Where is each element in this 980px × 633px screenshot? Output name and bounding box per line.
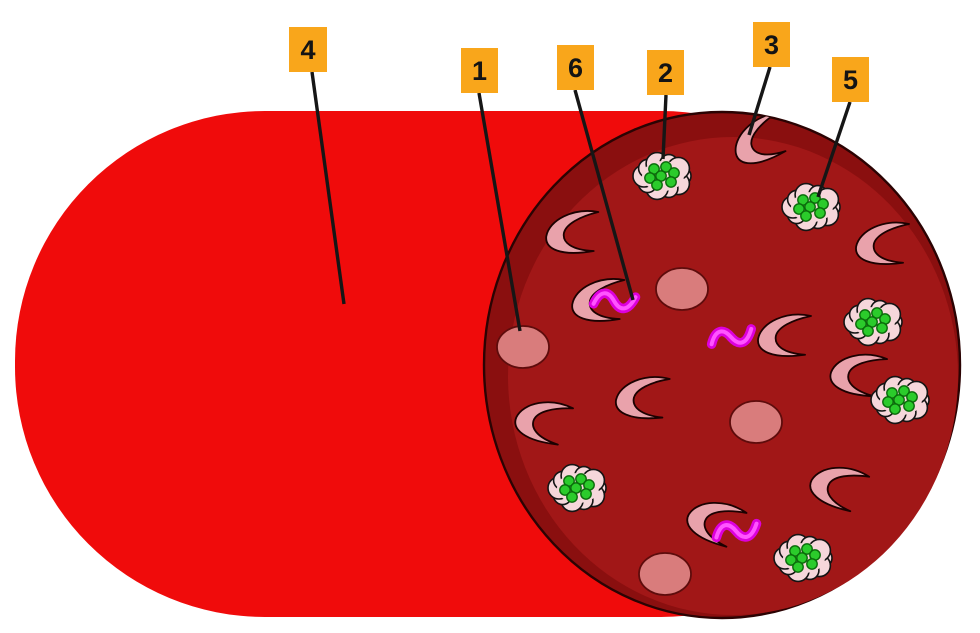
cluster-green-dot xyxy=(889,403,901,415)
label-tag-number: 4 xyxy=(300,35,315,65)
label-1-leader-line xyxy=(477,92,522,332)
magnified-circle-inner-shade xyxy=(508,137,958,615)
sickle-cell-shape xyxy=(545,210,600,254)
round-cell-shape xyxy=(496,325,550,369)
sickle-cell-shape xyxy=(734,112,787,165)
cluster-green-dot xyxy=(800,210,812,222)
label-tag-number: 1 xyxy=(472,56,487,86)
cluster-green-dot xyxy=(651,179,663,191)
label-tag-box xyxy=(832,57,869,102)
leader-lines xyxy=(310,66,852,332)
parasite-core xyxy=(591,291,638,311)
parasite-core xyxy=(709,326,754,347)
label-6-leader-line xyxy=(573,89,635,301)
label-tag-box xyxy=(753,22,790,67)
label-tag-3: 3 xyxy=(753,22,790,67)
cell-cluster-shape xyxy=(773,533,833,583)
cluster-green-dot xyxy=(903,400,915,412)
parasite-shape xyxy=(588,288,641,314)
cluster-green-dot xyxy=(882,396,894,408)
cluster-green-dot xyxy=(876,322,888,334)
label-tag-2: 2 xyxy=(647,50,684,95)
label-4-leader-line xyxy=(310,71,346,305)
round-cell-shape xyxy=(638,552,692,596)
cluster-green-dot xyxy=(855,318,867,330)
label-tag-box xyxy=(647,50,684,95)
parasite-core xyxy=(714,521,759,540)
cluster-green-dot xyxy=(665,176,677,188)
label-tag-4: 4 xyxy=(289,27,327,72)
label-5-leader-line xyxy=(816,101,852,198)
cluster-green-dot xyxy=(644,172,656,184)
cluster-green-dot xyxy=(871,307,883,319)
sickle-cell-shape xyxy=(514,401,574,446)
cluster-green-dot xyxy=(566,491,578,503)
cell-cluster-shape xyxy=(781,182,841,232)
label-tag-number: 6 xyxy=(568,53,583,83)
sickle-cell-shape xyxy=(809,466,871,513)
parasite-shape xyxy=(706,324,757,349)
label-tag-number: 3 xyxy=(764,30,779,60)
cluster-green-dot xyxy=(806,558,818,570)
cell-cluster-shape xyxy=(632,151,692,201)
label-tag-6: 6 xyxy=(557,45,594,90)
cluster-green-dot xyxy=(575,473,587,485)
label-tag-number: 2 xyxy=(658,58,673,88)
label-tag-box xyxy=(289,27,327,72)
cluster-green-dot xyxy=(862,325,874,337)
cell-cluster-shape xyxy=(547,463,607,513)
cluster-green-dot xyxy=(801,543,813,555)
cluster-green-dot xyxy=(785,554,797,566)
sickle-cell-shape xyxy=(686,502,748,548)
label-tags: 4 1 6 2 3 5 xyxy=(289,22,869,102)
label-tag-5: 5 xyxy=(832,57,869,102)
cell-cluster-shape xyxy=(843,297,903,347)
cluster-green-dot xyxy=(814,207,826,219)
round-cell-shape xyxy=(655,267,709,311)
label-tag-box xyxy=(461,48,498,93)
label-tag-box xyxy=(557,45,594,90)
round-cell-shape xyxy=(729,400,783,444)
cells-layer xyxy=(496,112,930,596)
cell-cluster-shape xyxy=(870,375,930,425)
sickle-cell-shape xyxy=(615,376,671,420)
cluster-green-dot xyxy=(660,161,672,173)
label-2-leader-line xyxy=(661,94,668,160)
cluster-green-dot xyxy=(898,385,910,397)
label-tag-number: 5 xyxy=(843,65,858,95)
label-3-leader-line xyxy=(747,66,772,136)
parasite-shape xyxy=(711,518,762,543)
cluster-green-dot xyxy=(580,488,592,500)
cluster-green-dot xyxy=(793,203,805,215)
cluster-green-dot xyxy=(792,561,804,573)
label-tag-1: 1 xyxy=(461,48,498,93)
sickle-cell-shape xyxy=(855,221,910,265)
cluster-green-dot xyxy=(559,484,571,496)
sickle-cell-shape xyxy=(757,313,812,357)
